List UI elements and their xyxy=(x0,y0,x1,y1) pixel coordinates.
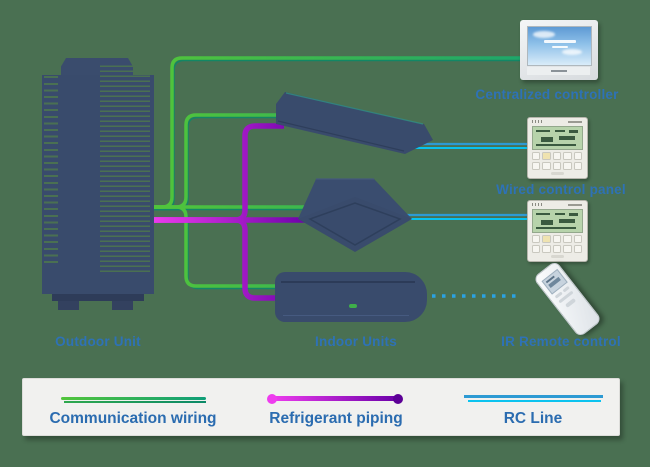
refrigerant-pipe-to-wall-unit xyxy=(140,217,280,301)
legend-swatch-line-top xyxy=(464,395,603,398)
screen-subtitle-text-bar xyxy=(551,46,568,48)
lcd-segment xyxy=(555,213,565,215)
wall-unit-seam xyxy=(283,315,409,316)
lcd-segment xyxy=(555,130,565,132)
lcd-segment xyxy=(559,136,575,140)
lcd-segment xyxy=(536,213,550,215)
screen-cloud-art xyxy=(533,31,555,38)
centralized-controller-graphic xyxy=(520,20,598,80)
lcd-segment xyxy=(569,130,578,133)
legend-communication-wiring-swatch xyxy=(61,397,206,403)
comm-wire-to-ceiling-suspended-unit xyxy=(140,113,284,209)
legend-label-communication-wiring: Communication wiring xyxy=(49,410,217,427)
brand-logo-mark xyxy=(568,204,582,206)
panel-button xyxy=(563,235,572,243)
wall-mounted-unit-graphic xyxy=(275,272,427,322)
lcd-segment xyxy=(536,144,576,146)
cassette-unit-graphic xyxy=(298,178,412,252)
outdoor-unit-label: Outdoor Unit xyxy=(55,334,141,349)
panel-vent xyxy=(532,120,544,123)
lcd-segment xyxy=(536,227,576,229)
outdoor-unit-vent-slats-right xyxy=(100,62,150,272)
comm-wire-to-wall-unit xyxy=(140,205,280,288)
indoor-units-label: Indoor Units xyxy=(315,334,397,349)
screen-cloud-art xyxy=(562,49,582,55)
wired-control-panel-graphic-2 xyxy=(527,200,588,262)
panel-button xyxy=(552,162,562,170)
remote-button xyxy=(565,297,577,308)
ir-remote-label: IR Remote control xyxy=(501,334,621,349)
lcd-segment xyxy=(541,137,553,142)
centralized-controller-label: Centralized controller xyxy=(475,87,619,102)
panel-vent xyxy=(532,203,544,206)
panel-button-grid xyxy=(532,235,582,253)
panel-button-grid xyxy=(532,152,582,170)
legend-label-rc-line: RC Line xyxy=(503,410,563,427)
outdoor-unit-vent-slats-left xyxy=(44,65,58,265)
lcd-segment xyxy=(536,130,550,132)
panel-bottom-button xyxy=(551,172,564,175)
communication-wiring-echo-lines xyxy=(142,59,528,290)
lcd-segment xyxy=(541,220,553,225)
outdoor-unit-foot xyxy=(112,301,133,310)
panel-button xyxy=(542,245,551,253)
controller-bezel-strip xyxy=(527,67,590,75)
panel-button xyxy=(542,162,551,170)
lcd-segment xyxy=(559,219,575,223)
panel-bottom-button xyxy=(551,255,564,258)
panel-button xyxy=(532,162,541,170)
legend-swatch-echo-line xyxy=(64,401,206,403)
panel-button xyxy=(532,152,541,160)
brand-logo-mark xyxy=(550,70,567,72)
panel-button xyxy=(532,245,541,253)
panel-button xyxy=(552,152,562,160)
panel-lcd-display xyxy=(532,126,583,150)
panel-button xyxy=(573,152,582,160)
panel-lcd-display xyxy=(532,209,583,233)
panel-button xyxy=(542,235,551,243)
panel-button xyxy=(542,152,551,160)
wall-unit-seam xyxy=(281,281,415,283)
panel-button xyxy=(532,235,541,243)
ceiling-suspended-unit-graphic xyxy=(276,92,433,154)
legend-box: Communication wiring Refrigerant piping … xyxy=(22,378,620,436)
outdoor-unit-graphic xyxy=(40,57,156,313)
legend-swatch-line-bottom xyxy=(468,399,602,402)
panel-button xyxy=(563,162,572,170)
panel-button xyxy=(552,235,562,243)
legend-swatch-end-dot xyxy=(393,393,403,404)
lcd-segment xyxy=(569,213,578,216)
wired-control-panel-label: Wired control panel xyxy=(496,182,626,197)
brand-logo-mark xyxy=(568,121,582,123)
panel-button xyxy=(573,162,582,170)
panel-button xyxy=(563,245,572,253)
panel-button xyxy=(563,152,572,160)
legend-swatch-end-dot xyxy=(267,393,277,404)
panel-button xyxy=(573,245,582,253)
wired-control-panel-graphic-1 xyxy=(527,117,588,179)
outdoor-unit-foot xyxy=(58,301,79,310)
legend-refrigerant-piping-swatch xyxy=(267,393,403,404)
legend-label-refrigerant-piping: Refrigerant piping xyxy=(269,410,403,427)
panel-button xyxy=(552,245,562,253)
controller-screen xyxy=(527,26,592,66)
outdoor-unit-base xyxy=(52,294,144,301)
refrigerant-piping-lines xyxy=(140,123,306,301)
wall-unit-led-indicator xyxy=(349,304,357,308)
rc-lines xyxy=(400,142,532,298)
screen-title-text-bar xyxy=(543,40,576,43)
communication-wiring-lines xyxy=(140,56,526,288)
legend-rc-line-swatch xyxy=(464,395,603,403)
panel-button xyxy=(573,235,582,243)
